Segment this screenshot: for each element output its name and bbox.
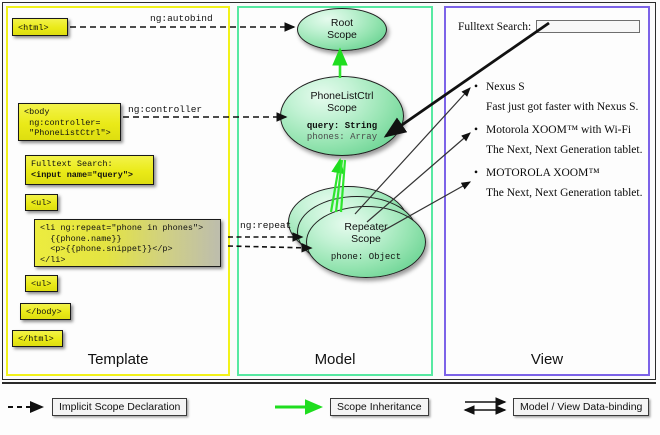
legend: Implicit Scope Declaration Scope Inherit… (0, 386, 660, 435)
scope-phonelistctrl-prop-phones: phones: Array (306, 132, 378, 142)
scope-root-title-1: Root (330, 17, 354, 29)
fulltext-search-label: Fulltext Search: (31, 159, 113, 169)
label-ng-repeat: ng:repeat (240, 220, 292, 231)
phone-snippet: Fast just got faster with Nexus S. (486, 101, 639, 113)
template-box-li-repeat[interactable]: <li ng:repeat="phone in phones"> {{phone… (34, 219, 221, 267)
arrow-databind-item-2 (366, 132, 471, 223)
label-ng-controller: ng:controller (128, 104, 203, 115)
legend-arrow-layer (8, 397, 507, 415)
arrow-ng-repeat-2 (227, 242, 313, 253)
view-content: Fulltext Search: • Nexus S Fast just got … (446, 8, 648, 374)
legend-divider (2, 382, 656, 384)
scope-phonelistctrl[interactable]: PhoneListCtrl Scope query: String phones… (280, 76, 404, 156)
arrow-databind-item-3 (380, 181, 472, 233)
legend-label-model-view-data-binding: Model / View Data-binding (513, 398, 650, 416)
arrow-scope-inheritance-repeater-1 (329, 157, 345, 213)
arrow-scope-inheritance-repeater-2 (334, 159, 344, 213)
scope-repeater-prop-phone: phone: Object (330, 252, 402, 262)
scope-phonelistctrl-title-2: Scope (327, 102, 357, 114)
arrow-databind-query (383, 21, 550, 138)
panel-view: Fulltext Search: • Nexus S Fast just got … (444, 6, 650, 376)
search-input[interactable] (536, 20, 641, 33)
scope-phonelistctrl-title-1: PhoneListCtrl (310, 90, 374, 102)
bullet-icon: • (474, 167, 479, 179)
list-item[interactable]: • Nexus S Fast just got faster with Nexus… (470, 80, 650, 115)
panel-label-view: View (530, 351, 564, 368)
phone-name: Nexus S (486, 81, 525, 93)
arrow-scope-inheritance-repeater-3 (339, 159, 347, 213)
view-search-label: Fulltext Search: (458, 20, 532, 33)
legend-label-scope-inheritance: Scope Inheritance (330, 398, 429, 416)
scope-root[interactable]: Root Scope (297, 8, 387, 51)
arrow-databind-item-1 (354, 87, 471, 215)
template-box-fulltext-search[interactable]: Fulltext Search: <input name="query"> (25, 155, 154, 185)
phone-list: • Nexus S Fast just got faster with Nexus… (470, 80, 650, 209)
bullet-icon: • (474, 81, 479, 93)
scope-root-title-2: Scope (327, 29, 357, 41)
fulltext-search-input-code: <input name="query"> (31, 169, 134, 180)
scope-repeater-title-2: Scope (351, 233, 381, 245)
phone-snippet: The Next, Next Generation tablet. (486, 187, 643, 199)
view-search-row: Fulltext Search: (458, 20, 641, 33)
phone-name: MOTOROLA XOOM™ (486, 167, 600, 179)
panel-label-template: Template (87, 351, 149, 368)
template-box-body-open[interactable]: <body ng:controller= "PhoneListCtrl"> (18, 103, 121, 141)
scope-repeater-title-1: Repeater (344, 221, 388, 233)
list-item[interactable]: • Motorola XOOM™ with Wi-Fi The Next, Nex… (470, 123, 650, 158)
bullet-icon: • (474, 124, 479, 136)
phone-name: Motorola XOOM™ with Wi-Fi (486, 124, 632, 136)
scope-phonelistctrl-prop-query: query: String (306, 121, 378, 131)
template-box-ul-open[interactable]: <ul> (25, 194, 58, 211)
legend-label-implicit-scope-declaration: Implicit Scope Declaration (52, 398, 188, 416)
label-ng-autobind: ng:autobind (150, 13, 213, 24)
list-item[interactable]: • MOTOROLA XOOM™ The Next, Next Generatio… (470, 166, 650, 201)
panel-label-model: Model (314, 351, 356, 368)
template-box-body-close[interactable]: </body> (20, 303, 71, 320)
template-box-ul-close[interactable]: <ul> (25, 275, 58, 292)
template-box-html-close[interactable]: </html> (12, 330, 63, 347)
phone-snippet: The Next, Next Generation tablet. (486, 144, 643, 156)
template-box-html-open[interactable]: <html> (12, 18, 68, 36)
